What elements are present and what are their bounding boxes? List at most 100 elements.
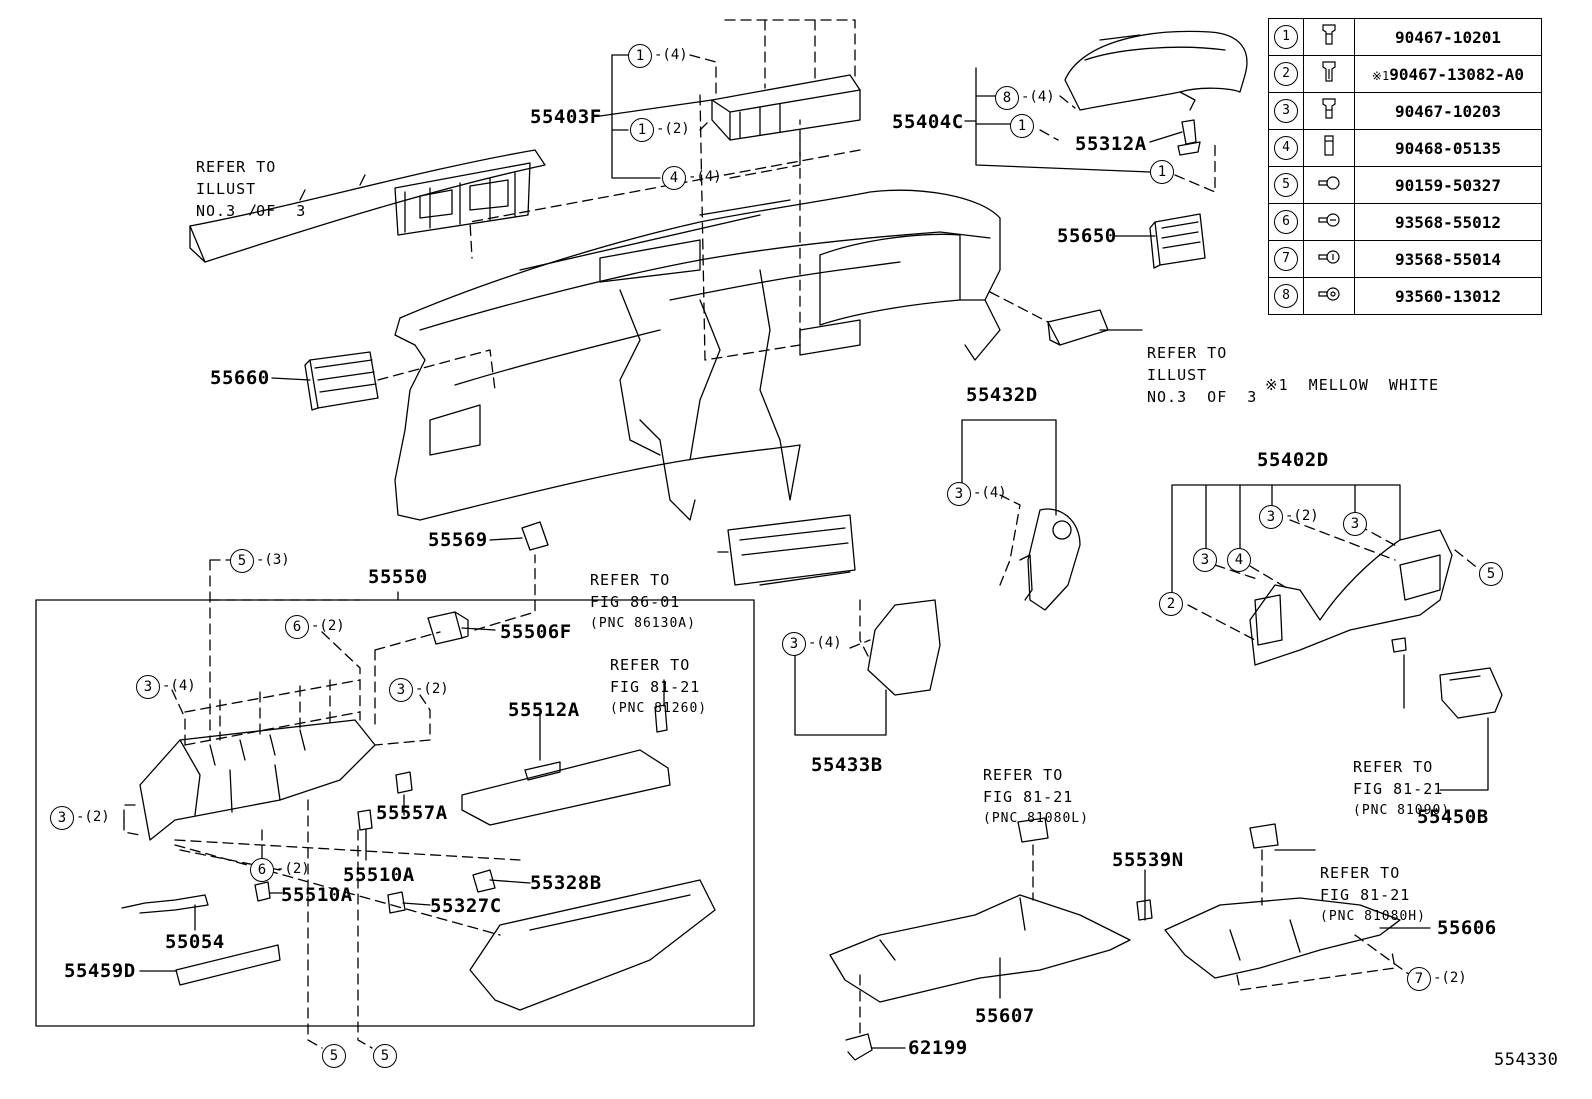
- latch-55328B: [472, 869, 496, 893]
- stopper-55510A: [357, 809, 373, 831]
- part-number: 93568-55012: [1354, 203, 1542, 241]
- label-55328B: 55328B: [530, 872, 602, 894]
- connector-81080H: [1249, 823, 1279, 849]
- callout-circle: 7: [1407, 967, 1431, 991]
- fastener-icon: [1303, 55, 1355, 93]
- callout-circle: 3: [1259, 505, 1283, 529]
- callout-circle: 1: [628, 44, 652, 68]
- row-number: 2: [1268, 55, 1304, 93]
- fastener-icon: [1303, 129, 1355, 167]
- strip-55459D: [175, 944, 281, 986]
- label-55512A: 55512A: [508, 699, 580, 721]
- label-55569: 55569: [428, 529, 488, 551]
- clip-55569: [521, 521, 549, 551]
- clip-55327C: [387, 891, 406, 914]
- callout-circle: 8: [995, 86, 1019, 110]
- label-55327C: 55327C: [430, 895, 502, 917]
- row-number: 6: [1268, 203, 1304, 241]
- callout-circle: 3: [136, 675, 160, 699]
- clip-55539N: [1136, 899, 1153, 921]
- parts-table: 1 90467-10201 2 ※190467-13082-A0 3 90467-1020…: [1268, 18, 1542, 315]
- part-number: 90159-50327: [1354, 166, 1542, 204]
- fastener-icon: [1303, 92, 1355, 130]
- label-55404C: 55404C: [892, 111, 964, 133]
- callout-circle: 1: [630, 118, 654, 142]
- instrument-panel-main: [394, 189, 1001, 521]
- fastener-icon: [1303, 203, 1355, 241]
- label-55433B: 55433B: [811, 754, 883, 776]
- row-number: 1: [1268, 18, 1304, 56]
- label-55054: 55054: [165, 931, 225, 953]
- parts-table-row: 8 93560-13012: [1268, 277, 1542, 315]
- callout-circle: 5: [373, 1044, 397, 1068]
- label-55539N: 55539N: [1112, 849, 1184, 871]
- callout-circle: 3: [782, 632, 806, 656]
- part-number: 90467-10203: [1354, 92, 1542, 130]
- callout-circle: 5: [322, 1044, 346, 1068]
- row-number: 3: [1268, 92, 1304, 130]
- parts-table-row: 1 90467-10201: [1268, 18, 1542, 56]
- label-55459D: 55459D: [64, 960, 136, 982]
- parts-table-row: 6 93568-55012: [1268, 203, 1542, 241]
- parts-table-row: 2 ※190467-13082-A0: [1268, 55, 1542, 93]
- label-55606: 55606: [1437, 917, 1497, 939]
- cover-55512A: [461, 749, 671, 826]
- label-55506F: 55506F: [500, 621, 572, 643]
- label-55607: 55607: [975, 1005, 1035, 1027]
- callout-circle: 5: [1479, 562, 1503, 586]
- glove-box-light-switch: [654, 704, 668, 733]
- parts-table-row: 5 90159-50327: [1268, 166, 1542, 204]
- callout-circle: 1: [1010, 114, 1034, 138]
- clip-62199: [845, 1033, 873, 1061]
- label-55660: 55660: [210, 367, 270, 389]
- undercover-55607: [829, 894, 1131, 1003]
- callout-circle: 3: [1193, 548, 1217, 572]
- part-number: 93560-13012: [1354, 277, 1542, 315]
- callout-circle: 4: [662, 166, 686, 190]
- part-number: ※190467-13082-A0: [1354, 55, 1542, 93]
- label-55510A-2: 55510A: [281, 884, 353, 906]
- damper-55557A: [395, 771, 413, 794]
- label-55550: 55550: [368, 566, 428, 588]
- clip-55312A: [1177, 119, 1201, 156]
- label-55403F: 55403F: [530, 106, 602, 128]
- switch-55450B: [1391, 637, 1503, 719]
- label-55312A: 55312A: [1075, 133, 1147, 155]
- callout-circle: 1: [1150, 160, 1174, 184]
- diagram-code: 554330: [1494, 1050, 1559, 1070]
- part-number: 93568-55014: [1354, 240, 1542, 278]
- row-number: 5: [1268, 166, 1304, 204]
- callout-circle: 3: [1343, 512, 1367, 536]
- connector-81080L: [1017, 817, 1049, 843]
- lower-panel-55402D: [1249, 529, 1453, 666]
- fastener-icon: [1303, 166, 1355, 204]
- register-55650: [1149, 213, 1206, 269]
- part-number: 90467-10201: [1354, 18, 1542, 56]
- row-number: 8: [1268, 277, 1304, 315]
- callout-circle: 5: [230, 549, 254, 573]
- side-register-bracket: [1047, 309, 1109, 346]
- glove-box-door: [469, 879, 716, 1011]
- audio-unit: [727, 514, 856, 586]
- callout-circle: 3: [389, 678, 413, 702]
- wire-55054: [121, 894, 209, 914]
- label-55557A: 55557A: [376, 802, 448, 824]
- register-55660: [304, 351, 379, 411]
- callout-circle: 3: [947, 482, 971, 506]
- stopper-55510A-2: [254, 881, 271, 902]
- fastener-icon: [1303, 240, 1355, 278]
- undercover-55606: [1164, 897, 1401, 979]
- cluster-finish-panel-55403F: [711, 74, 861, 141]
- label-55450B: 55450B: [1417, 806, 1489, 828]
- meter-hood-55404C: [1064, 30, 1248, 111]
- callout-circle: 6: [250, 858, 274, 882]
- fastener-icon: [1303, 18, 1355, 56]
- glove-box-group-frame: [35, 599, 755, 1027]
